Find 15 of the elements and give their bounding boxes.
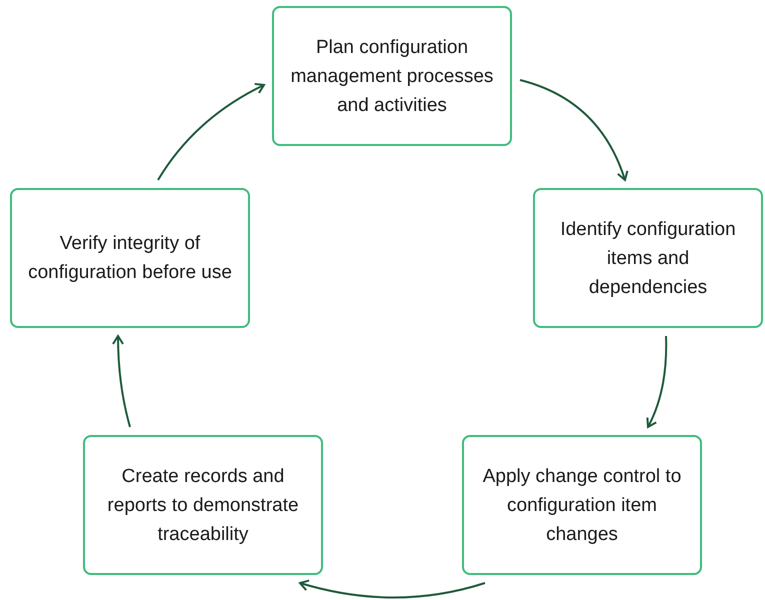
step-text: Apply change control to configuration item changes xyxy=(482,464,682,546)
step-text: Plan configuration management processes and activities xyxy=(290,36,494,118)
process-box xyxy=(272,6,512,146)
step-text: Identify configuration items and dependencies xyxy=(559,218,737,300)
curved-arrow xyxy=(299,579,486,598)
process-box xyxy=(10,188,250,328)
step-text: Verify integrity of configuration before use xyxy=(27,232,233,285)
curved-arrow xyxy=(157,83,265,181)
process-box xyxy=(533,188,763,328)
curved-arrow xyxy=(646,336,668,428)
curved-arrow xyxy=(112,335,131,428)
process-box xyxy=(83,435,323,575)
curved-arrow xyxy=(520,79,628,181)
step-text: Create records and reports to demonstrate traceability xyxy=(106,464,300,546)
process-box xyxy=(462,435,702,575)
